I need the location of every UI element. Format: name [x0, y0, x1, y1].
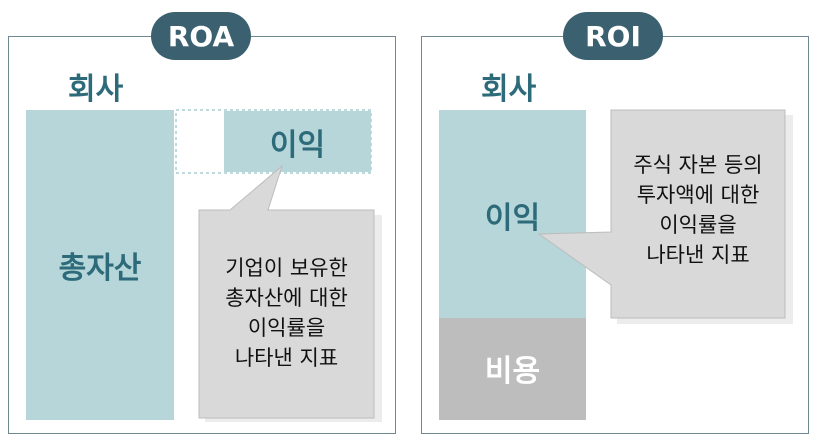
- roa-profit-label: 이익: [269, 127, 326, 163]
- roi-callout-text: 주식 자본 등의 투자액에 대한 이익률을 나타낸 지표: [611, 150, 785, 270]
- roa-company-label: 회사: [68, 72, 124, 107]
- roi-profit-block: [439, 110, 586, 318]
- roi-cost-label: 비용: [484, 354, 541, 389]
- roa-profit-block: [224, 111, 371, 172]
- roi-callout-bubble: [537, 109, 786, 319]
- roa-callout-bubble: [198, 164, 375, 419]
- roa-callout-text: 기업이 보유한 총자산에 대한 이익률을 나타낸 지표: [199, 253, 374, 373]
- roi-callout-line: 나타낸 지표: [646, 243, 750, 267]
- roi-title: ROI: [585, 19, 641, 53]
- roi-company-label: 회사: [481, 72, 537, 107]
- roa-callout-line: 나타낸 지표: [234, 346, 339, 370]
- roa-title: ROA: [167, 19, 235, 53]
- roa-callout-line: 기업이 보유한: [225, 256, 348, 280]
- roa-callout-line: 이익률을: [247, 316, 326, 340]
- roa-callout-line: 총자산에 대한: [225, 286, 348, 310]
- roi-callout-line: 투자액에 대한: [636, 183, 760, 207]
- roi-profit-label: 이익: [484, 201, 541, 236]
- roi-title-pill: ROI: [563, 12, 663, 60]
- roi-cost-block: [439, 318, 586, 420]
- roa-total-assets-block: [26, 110, 174, 420]
- roa-total-assets-label: 총자산: [58, 251, 142, 286]
- roi-callout-line: 이익률을: [659, 213, 737, 237]
- roa-title-pill: ROA: [151, 12, 251, 60]
- roi-callout-line: 주식 자본 등의: [633, 153, 763, 177]
